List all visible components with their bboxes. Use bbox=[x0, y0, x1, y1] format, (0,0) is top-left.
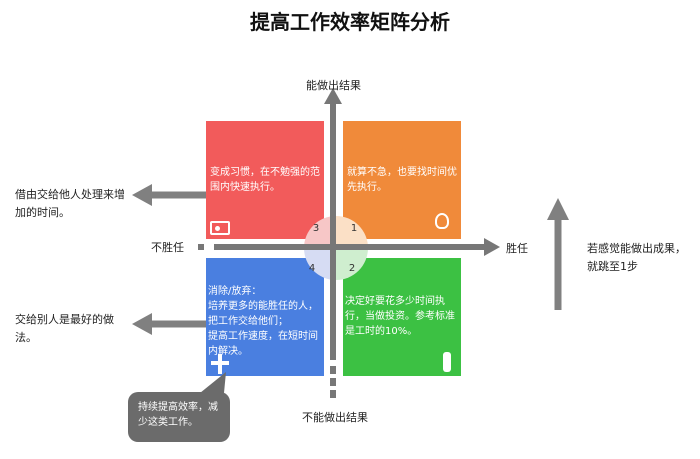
quadrant-3: 变成习惯，在不勉强的范围内快速执行。 bbox=[206, 121, 324, 239]
axis-label-right: 胜任 bbox=[506, 242, 528, 255]
quadrant-3-text: 变成习惯，在不勉强的范围内快速执行。 bbox=[210, 167, 320, 193]
circle-quarter-3 bbox=[304, 216, 336, 248]
quadrant-1-number: 1 bbox=[350, 223, 358, 234]
circle-quarter-2 bbox=[336, 248, 368, 280]
quadrant-2-number: 2 bbox=[348, 263, 356, 274]
quadrant-4: 消除/放弃： 培养更多的能胜任的人，把工作交给他们； 提高工作速度，在短时间内解… bbox=[206, 258, 324, 376]
quadrant-3-number: 3 bbox=[312, 223, 320, 234]
axis-label-bottom: 不能做出结果 bbox=[302, 411, 368, 424]
quadrant-4-number: 4 bbox=[308, 263, 316, 274]
efficiency-bubble: 持续提高效率，减少这类工作。 bbox=[128, 392, 230, 442]
best-note: 交给别人是最好的做法。 bbox=[15, 313, 114, 344]
axis-arrow-up bbox=[324, 88, 342, 104]
lightbulb-icon bbox=[435, 213, 449, 229]
circle-quarter-1 bbox=[336, 216, 368, 248]
quadrant-2-text: 决定好要花多少时间执行，当做投资。参考标准是工时的10%。 bbox=[345, 296, 455, 337]
axis-arrow-right bbox=[484, 238, 500, 256]
quadrant-1-text: 就算不急，也要找时间优先执行。 bbox=[347, 167, 457, 193]
axis-label-left: 不胜任 bbox=[151, 241, 184, 254]
quadrant-2: 决定好要花多少时间执行，当做投资。参考标准是工时的10%。 bbox=[343, 258, 461, 376]
bubble-pointer bbox=[200, 372, 226, 393]
axis-label-top: 能做出结果 bbox=[306, 79, 361, 92]
person-cheering-icon bbox=[443, 352, 451, 372]
page-title: 提高工作效率矩阵分析 bbox=[250, 10, 450, 34]
circle-quarter-4 bbox=[304, 248, 336, 280]
result-note: 若感觉能做出成果，就跳至1步 bbox=[587, 242, 686, 273]
delegate-note: 借由交给他人处理来增加的时间。 bbox=[15, 188, 125, 219]
id-card-icon bbox=[210, 221, 230, 235]
quadrant-1: 就算不急，也要找时间优先执行。 bbox=[343, 121, 461, 239]
quadrant-4-text: 消除/放弃： 培养更多的能胜任的人，把工作交给他们； 提高工作速度，在短时间内解… bbox=[208, 286, 318, 357]
